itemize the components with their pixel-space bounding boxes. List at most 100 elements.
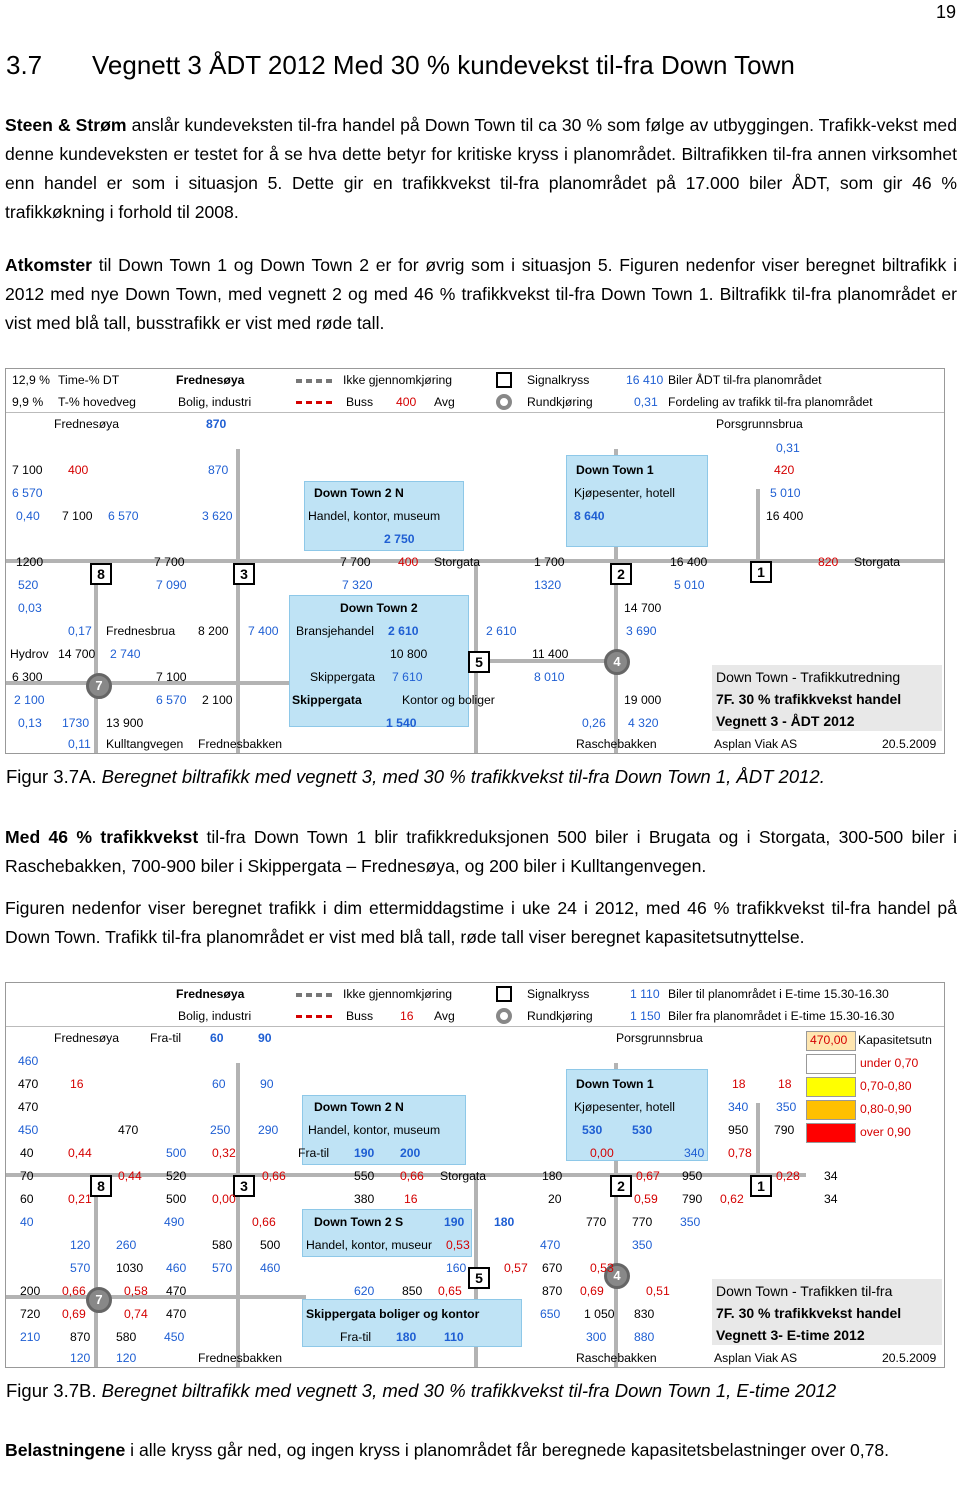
capacity-value: 0,67	[636, 1169, 660, 1183]
traffic-value: 6 570	[156, 693, 187, 707]
capacity-value: 0,32	[212, 1146, 236, 1160]
figure-caption-b: Figur 3.7B. Beregnet biltrafikk med vegn…	[6, 1380, 836, 1402]
road-vertical	[94, 559, 98, 753]
caption-prefix: Figur 3.7A.	[6, 766, 97, 787]
zone-down-town-1	[566, 1069, 708, 1161]
traffic-value: 6 570	[108, 509, 139, 523]
bold-lead: Belastningene	[5, 1440, 126, 1460]
paragraph-4: Figuren nedenfor viser beregnet trafikk …	[5, 894, 957, 952]
share-value: 0,13	[18, 716, 42, 730]
street-label: Raschebakken	[576, 737, 657, 751]
traffic-value: 1030	[116, 1261, 144, 1275]
zone-title: Down Town 1	[576, 1077, 654, 1091]
traffic-value: 11 400	[532, 647, 569, 661]
traffic-value: 500	[166, 1146, 187, 1160]
zone-value: 190	[444, 1215, 465, 1229]
capacity-value: 0,28	[776, 1169, 800, 1183]
page-number: 19	[935, 2, 956, 22]
zone-value: 200	[400, 1146, 421, 1160]
section-title: Vegnett 3 ÅDT 2012 Med 30 % kundevekst t…	[92, 50, 795, 80]
capacity-swatch-2	[806, 1077, 856, 1097]
share-value: 0,11	[68, 737, 91, 751]
road-connector	[476, 659, 616, 663]
traffic-value: 470	[118, 1123, 139, 1137]
direction-label: Fra-til	[298, 1146, 330, 1160]
section-number: 3.7	[6, 50, 43, 80]
traffic-value: 500	[260, 1238, 281, 1252]
paragraph-5: Belastningene i alle kryss går ned, og i…	[5, 1436, 957, 1465]
signal-junction-icon	[496, 986, 512, 1002]
figure-info-box	[712, 1279, 942, 1345]
legend-zone-type: Bolig, industri	[178, 1009, 252, 1023]
zone-title: Skippergata	[292, 693, 362, 707]
date-label: 20.5.2009	[882, 737, 937, 751]
traffic-value: 120	[116, 1351, 137, 1365]
zone-title: Down Town 2 N	[314, 1100, 404, 1114]
traffic-value: 260	[116, 1238, 137, 1252]
legend-value: 12,9 %	[12, 373, 50, 387]
traffic-value: 450	[164, 1330, 185, 1344]
section-heading: 3.7 Vegnett 3 ÅDT 2012 Med 30 % kundeveks…	[6, 50, 795, 81]
legend-value: 400	[396, 395, 417, 409]
legend-zone-type: Bolig, industri	[178, 395, 252, 409]
caption-prefix: Figur 3.7B.	[6, 1380, 97, 1401]
legend-value: 1 150	[630, 1009, 661, 1023]
capacity-header-value: 470,00	[810, 1033, 848, 1047]
traffic-value: 7 700	[154, 555, 185, 569]
zone-skippergata	[302, 1299, 522, 1347]
traffic-value: 70	[20, 1169, 34, 1183]
road-vertical	[236, 449, 240, 753]
zone-value: 110	[444, 1330, 464, 1344]
zone-value: 8 640	[574, 509, 605, 523]
capacity-value: 0,44	[68, 1146, 92, 1160]
road-vertical	[94, 1173, 98, 1367]
capacity-swatch-3	[806, 1100, 856, 1120]
traffic-value: 19 000	[624, 693, 662, 707]
traffic-value: 20	[548, 1192, 562, 1206]
road-storgata	[6, 1173, 806, 1177]
traffic-value: 3 620	[202, 509, 233, 523]
street-label: Storgata	[434, 555, 481, 569]
traffic-value: 5 010	[770, 486, 801, 500]
road-vertical	[236, 1063, 240, 1367]
street-label: Frednesbakken	[198, 1351, 283, 1365]
traffic-value: 470	[540, 1238, 561, 1252]
junction-2: 2	[610, 1175, 632, 1197]
traffic-value: 460	[166, 1261, 187, 1275]
junction-5: 5	[468, 1267, 490, 1289]
traffic-value: 10 800	[390, 647, 428, 661]
paragraph-1: Steen & Strøm anslår kundeveksten til-fr…	[5, 111, 957, 227]
figure-3-7b-map: Frednesøya Bolig, industri Ikke gjennomk…	[5, 982, 945, 1368]
traffic-value: 2 100	[14, 693, 45, 707]
roundabout-7: 7	[86, 673, 112, 699]
traffic-value: 120	[70, 1351, 91, 1365]
bus-value: 400	[398, 555, 419, 569]
bus-value: 18	[732, 1077, 746, 1091]
traffic-value: 34	[824, 1192, 838, 1206]
roundabout-icon	[496, 394, 512, 410]
legend-label: Avg	[434, 1009, 455, 1023]
paragraph-text: anslår kundeveksten til-fra handel på Do…	[5, 115, 957, 222]
capacity-range: over 0,90	[860, 1125, 911, 1139]
traffic-value: 16 400	[766, 509, 804, 523]
traffic-value: 7 100	[156, 670, 187, 684]
traffic-value: 460	[18, 1054, 39, 1068]
traffic-value: 470	[18, 1077, 39, 1091]
share-value: 0,17	[68, 624, 92, 638]
paragraph-3: Med 46 % trafikkvekst til-fra Down Town …	[5, 823, 957, 881]
traffic-value: 950	[682, 1169, 703, 1183]
traffic-value: 3 690	[626, 624, 657, 638]
place-label: Hydrov	[10, 647, 49, 661]
traffic-value: 790	[682, 1192, 703, 1206]
legend-label: Biler til planområdet i E-time 15.30-16.…	[668, 987, 889, 1001]
traffic-value: 90	[258, 1031, 272, 1045]
traffic-value: 120	[70, 1238, 91, 1252]
bus-line-icon	[296, 1015, 336, 1018]
capacity-value: 0,66	[252, 1215, 276, 1229]
legend-label: Signalkryss	[527, 373, 590, 387]
capacity-swatch-1	[806, 1054, 856, 1074]
zone-value: 1 540	[386, 716, 417, 730]
bus-value: 420	[774, 463, 795, 477]
traffic-value: 870	[542, 1284, 563, 1298]
roundabout-4: 4	[604, 649, 630, 675]
